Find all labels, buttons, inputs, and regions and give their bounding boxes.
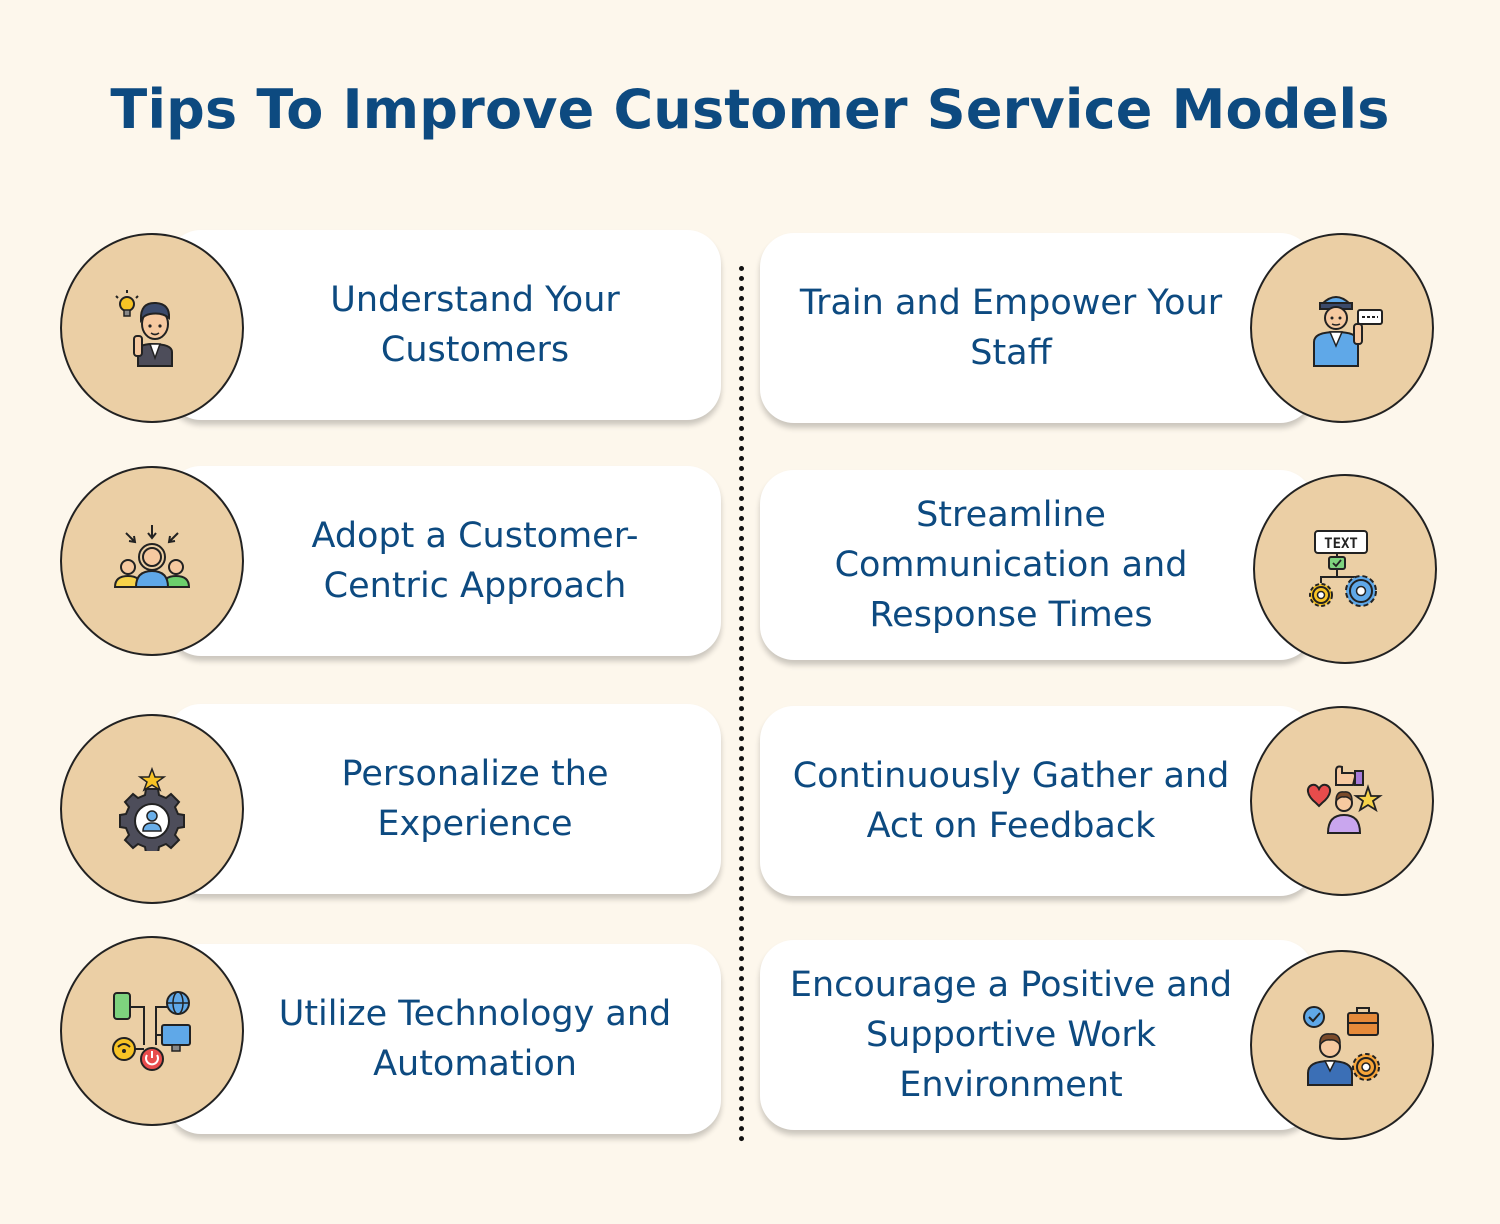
tip-icon-circle <box>60 233 244 423</box>
tip-card-technology: Utilize Technology and Automation <box>167 944 721 1134</box>
feedback-heart-star-icon <box>1306 765 1383 834</box>
tip-label: Understand Your Customers <box>330 280 620 370</box>
tip-icon-circle <box>1250 233 1434 423</box>
tip-card-train-staff: Train and Empower Your Staff <box>760 233 1314 423</box>
tip-card-customer-centric: Adopt a Customer-Centric Approach <box>167 466 721 656</box>
tip-card-personalize: Personalize the Experience <box>167 704 721 894</box>
center-divider <box>739 266 744 1142</box>
tip-label: Train and Empower Your Staff <box>799 283 1223 373</box>
text-badge: TEXT <box>1324 536 1358 552</box>
tip-icon-circle <box>60 466 244 656</box>
tip-label: Continuously Gather and Act on Feedback <box>792 756 1230 846</box>
customer-focus-group-icon <box>113 525 191 588</box>
tip-card-feedback: Continuously Gather and Act on Feedback <box>760 706 1314 896</box>
tip-icon-circle <box>1250 950 1434 1140</box>
thinking-man-lightbulb-icon <box>115 290 173 367</box>
tip-label: Adopt a Customer-Centric Approach <box>311 516 639 606</box>
text-gears-icon: TEXT <box>1309 530 1377 607</box>
trainer-staff-icon <box>1313 296 1383 367</box>
tip-card-understand-customers: Understand Your Customers <box>167 230 721 420</box>
tip-icon-circle <box>60 714 244 904</box>
connected-devices-icon <box>112 991 191 1071</box>
tip-icon-circle: TEXT <box>1253 474 1437 664</box>
tip-label: Encourage a Positive and Supportive Work… <box>789 965 1233 1105</box>
user-gear-star-icon <box>119 767 185 851</box>
tip-icon-circle <box>1250 706 1434 896</box>
page-title: Tips To Improve Customer Service Models <box>110 78 1390 141</box>
tip-card-positive-work-environment: Encourage a Positive and Supportive Work… <box>760 940 1314 1130</box>
tip-card-streamline-communication: Streamline Communication and Response Ti… <box>760 470 1314 660</box>
employee-briefcase-gear-icon <box>1303 1006 1380 1086</box>
tip-label: Personalize the Experience <box>341 754 609 844</box>
tip-label: Streamline Communication and Response Ti… <box>834 495 1188 635</box>
tip-icon-circle <box>60 936 244 1126</box>
tip-label: Utilize Technology and Automation <box>278 994 672 1084</box>
